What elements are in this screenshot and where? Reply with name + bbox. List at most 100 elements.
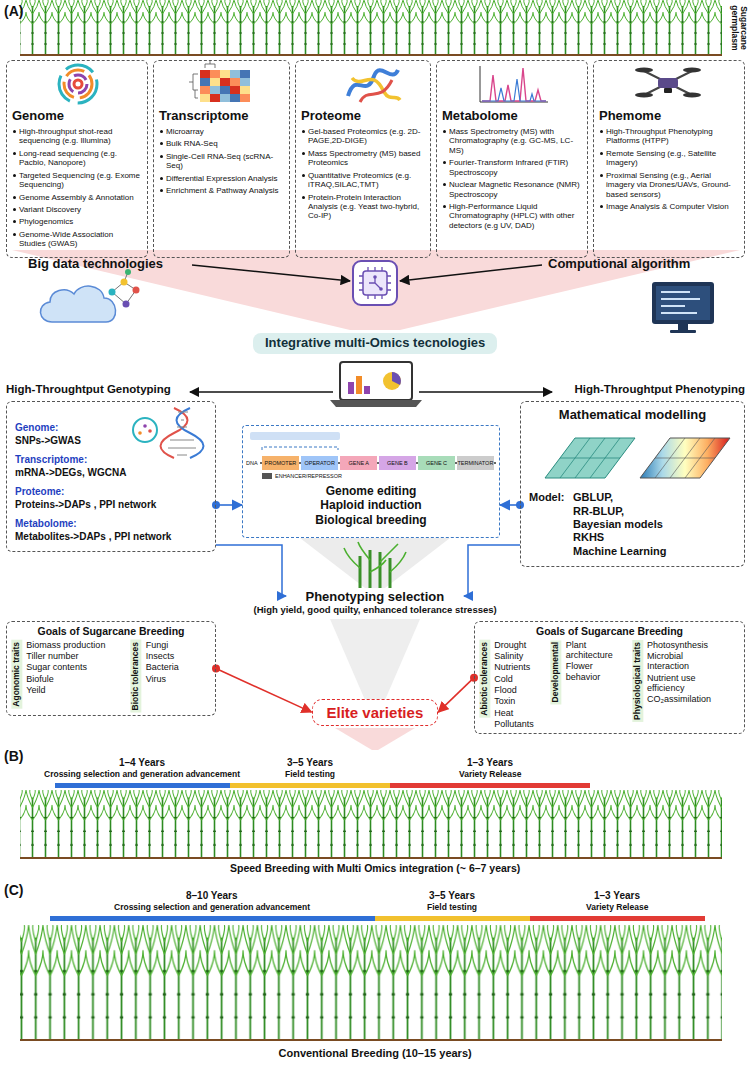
connector-arrow [419, 391, 552, 393]
gene-construct [250, 432, 340, 440]
tool-item: Biological breeding [249, 513, 493, 527]
heatmap-icon [230, 70, 240, 78]
drone-icon [644, 71, 692, 95]
goal-item: Microbial Interaction [647, 651, 727, 672]
goal-item: Nutrients [494, 662, 546, 672]
construct-label: ENHANCER/REPRESSOR [275, 473, 342, 479]
laptop-icon [364, 386, 370, 394]
input-label: Computional algorithm [548, 257, 690, 272]
drone-icon [635, 93, 653, 98]
heatmap-icon [210, 86, 220, 94]
analysis-item: SNPs->GWAS [15, 435, 207, 447]
construct-label: DNA [246, 460, 258, 466]
spectrum-icon [480, 66, 548, 102]
method-item: Mass Spectrometry (MS) with Chromatograp… [442, 127, 582, 155]
goal-item: Flood [494, 685, 546, 695]
banner-text: Integrative multi-Omics tecnologies [265, 336, 485, 351]
construct-label: OPERATOR [305, 460, 335, 466]
input-label: Big data technologies [28, 257, 163, 272]
category-label: Abiotic tolerances [479, 640, 490, 718]
genome-icon [74, 80, 82, 88]
method-item: Targeted Sequencing (e.g. Exome Sequenci… [12, 171, 142, 190]
dna-icon [148, 429, 152, 433]
timeline-bar [390, 783, 590, 788]
goal-item: Salinity [494, 651, 546, 661]
connector-arrow [190, 391, 333, 393]
category-label: Biotic tolerances [130, 640, 141, 713]
computer-icon [652, 282, 714, 324]
heatmap-icon [240, 70, 250, 78]
dna-icon [143, 424, 147, 428]
model-item: GBLUP, [573, 491, 613, 504]
connector-arrow [192, 265, 350, 281]
box-heading: High-Throughtput Genotyping [6, 383, 216, 401]
goal-item: Plant architecture [566, 640, 628, 661]
panel-letter: (B) [4, 748, 23, 764]
dna-icon [133, 408, 204, 458]
laptop-icon [356, 376, 362, 394]
cloud-icon [112, 272, 136, 304]
laptop-icon [348, 382, 354, 394]
sugarcane-row [20, 54, 722, 56]
spectrum-icon [482, 68, 546, 101]
heatmap-icon [220, 94, 230, 102]
omics-title: Genome [12, 109, 142, 124]
sugarcane-row [20, 1039, 722, 1041]
protein-icon [348, 70, 400, 102]
omics-layer-label: Proteome: [15, 486, 207, 498]
method-item: Bulk RNA-Seq [159, 139, 284, 148]
sugarcane-row [20, 0, 722, 56]
gene-construct [262, 456, 299, 470]
cloud-icon [133, 287, 140, 294]
heatmap-icon [230, 86, 240, 94]
method-item: Variant Discovery [12, 205, 142, 214]
sugarcane-row [20, 790, 722, 1041]
connector [438, 678, 474, 712]
drone-icon [664, 88, 672, 93]
method-item: High-throughput shot-read sequencing (e.… [12, 127, 142, 146]
panel-frame: Mathematical modellingModel:GBLUP,RR-BLU… [520, 401, 745, 567]
duration-label: 3–5 Years [287, 757, 333, 769]
goal-item: Insects [146, 651, 198, 661]
construct-label: TERMINATOR [458, 460, 494, 466]
omics-layer-label: Metabolome: [15, 518, 207, 530]
gene-construct [340, 456, 377, 470]
construct-label: GENE B [387, 460, 408, 466]
heatmap-icon [200, 70, 210, 78]
laptop-icon [383, 372, 401, 390]
heatmap-icon [240, 86, 250, 94]
computer-icon [652, 282, 714, 333]
ai-chip-icon [353, 261, 397, 305]
result-text: Elite varieties [327, 704, 424, 721]
model-item: RKHS [573, 531, 736, 544]
goals-box: Goals of Sugarcane BreedingAbiotic toler… [474, 621, 745, 734]
timeline-bar [230, 783, 390, 788]
laptop-icon [340, 362, 412, 400]
heatmap-icon [210, 70, 220, 78]
genome-icon [59, 65, 97, 103]
gene-construct [379, 456, 416, 470]
heatmap-icon [230, 78, 240, 86]
timeline-bar [55, 783, 230, 788]
dna-icon [177, 408, 204, 458]
genotyping-box: High-Throughtput GenotypingGenome:SNPs->… [6, 383, 216, 552]
connector-dot [212, 501, 220, 509]
model-item: RR-BLUP, [573, 505, 736, 518]
box-heading: Goals of Sugarcane Breeding [479, 625, 740, 638]
goal-list: DroughtSalinityNutrientsColdFloodToxinHe… [494, 640, 546, 731]
goal-item: Nutrient use efficiency [647, 673, 727, 694]
gene-construct [250, 432, 496, 479]
construct-label: GENE A [349, 460, 369, 466]
funnel [12, 250, 740, 750]
construct-label: GENE C [426, 460, 447, 466]
panel-letter: (A) [4, 3, 23, 19]
goal-columns: Agonomic traitsBiomass productionTiller … [11, 640, 211, 713]
connector-arrow [190, 265, 552, 596]
omics-box: MetabolomeMass Spectrometry (MS) with Ch… [436, 60, 588, 258]
stage-label: Crossing selection and generation advanc… [44, 770, 240, 780]
duration-label: 1–4 Years [119, 757, 165, 769]
genome-icon [64, 70, 92, 98]
goal-item: Yeild [26, 685, 126, 695]
computer-icon [661, 292, 700, 313]
method-item: High-Throughput Phenotyping Platforms (H… [599, 127, 739, 146]
